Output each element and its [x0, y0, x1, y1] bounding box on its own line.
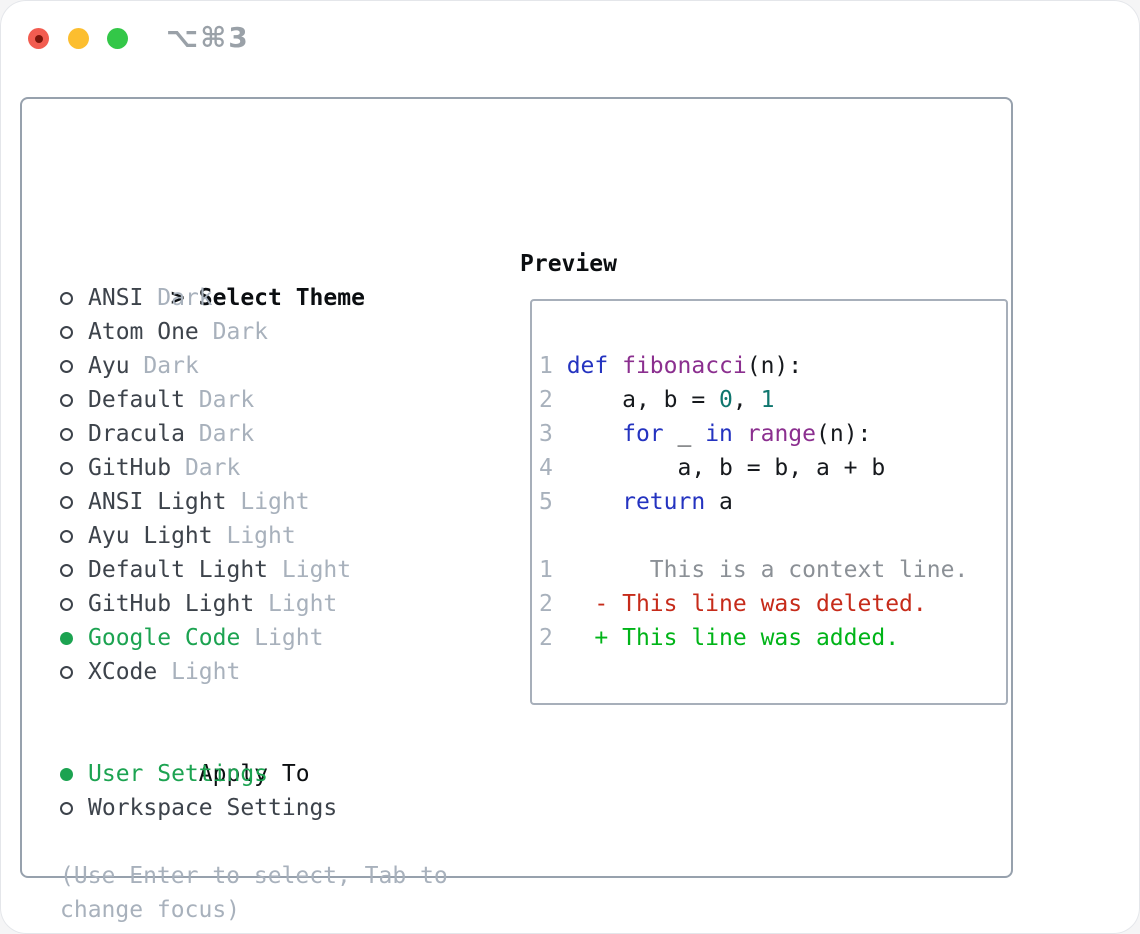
theme-option[interactable]: GitHub Light Light: [60, 587, 448, 621]
line-number: 2: [539, 625, 553, 651]
theme-option-label: Dracula: [88, 421, 185, 447]
theme-option[interactable]: Google Code Light: [60, 621, 448, 655]
radio-unselected-icon: [60, 316, 88, 350]
diff-line-deleted: 2 - This line was deleted.: [539, 587, 1006, 621]
theme-option[interactable]: Ayu Dark: [60, 349, 448, 383]
blank-line: [539, 519, 1006, 553]
preview-pane: 1 def fibonacci(n): 2 a, b = 0, 1 3 for _ …: [530, 299, 1008, 705]
theme-option-label: GitHub Light: [88, 591, 255, 617]
theme-option[interactable]: Ayu Light Light: [60, 519, 448, 553]
code-line: 5 return a: [539, 489, 733, 515]
spacer: [60, 689, 448, 723]
theme-option-label: Ayu Light: [88, 523, 213, 549]
theme-option[interactable]: ANSI Dark: [60, 281, 448, 315]
radio-unselected-icon: [60, 350, 88, 384]
zoom-button[interactable]: [107, 28, 128, 49]
titlebar: ⌥⌘3: [0, 0, 1140, 76]
preview-heading: Preview: [520, 251, 617, 277]
theme-option-variant: Dark: [143, 353, 199, 379]
theme-option[interactable]: Atom One Dark: [60, 315, 448, 349]
theme-option-variant: Light: [281, 557, 352, 583]
cursor-prefix: >: [170, 285, 185, 311]
theme-option-label: Default: [88, 387, 185, 413]
radio-selected-icon: [60, 622, 88, 656]
theme-option[interactable]: ANSI Light Light: [60, 485, 448, 519]
theme-option[interactable]: XCode Light: [60, 655, 448, 689]
radio-unselected-icon: [60, 520, 88, 554]
theme-option-label: Google Code: [88, 625, 241, 651]
close-button[interactable]: [28, 28, 49, 49]
theme-option-variant: Light: [254, 625, 324, 651]
code-line: 1 def fibonacci(n):: [539, 353, 803, 379]
radio-unselected-icon: [60, 452, 88, 486]
radio-selected-icon: [60, 758, 88, 792]
theme-option-variant: Light: [171, 659, 241, 685]
radio-unselected-icon: [60, 384, 88, 418]
theme-option[interactable]: GitHub Dark: [60, 451, 448, 485]
code-line: 3 for _ in range(n):: [539, 421, 872, 447]
apply-option-label: User Settings: [88, 761, 269, 787]
code-line: 4 a, b = b, a + b: [539, 455, 886, 481]
theme-option-variant: Dark: [198, 387, 255, 413]
radio-unselected-icon: [60, 282, 88, 316]
theme-option-variant: Dark: [198, 421, 255, 447]
diff-line-context: 1 This is a context line.: [539, 553, 1006, 587]
theme-option[interactable]: Dracula Dark: [60, 417, 448, 451]
line-number: 1: [539, 353, 567, 379]
spacer: [60, 825, 448, 859]
theme-option-variant: Light: [240, 489, 310, 515]
theme-option-label: ANSI: [88, 285, 144, 311]
minimize-button[interactable]: [68, 28, 89, 49]
radio-unselected-icon: [60, 418, 88, 452]
diff-text: - This line was deleted.: [552, 591, 927, 617]
radio-unselected-icon: [60, 792, 88, 826]
hint-line-2: change focus): [60, 897, 241, 923]
theme-option-label: Ayu: [88, 353, 130, 379]
radio-unselected-icon: [60, 486, 88, 520]
theme-option-label: GitHub: [88, 455, 172, 481]
theme-option-label: XCode: [88, 659, 158, 685]
hint-line-1: (Use Enter to select, Tab to: [60, 863, 448, 889]
window-title: ⌥⌘3: [166, 21, 250, 54]
radio-unselected-icon: [60, 554, 88, 588]
theme-option-variant: Dark: [212, 319, 269, 345]
theme-option-variant: Light: [226, 523, 296, 549]
radio-unselected-icon: [60, 588, 88, 622]
theme-option-label: Atom One: [88, 319, 199, 345]
diff-text: + This line was added.: [552, 625, 900, 651]
line-number: 2: [539, 387, 567, 413]
preview-code: 1 def fibonacci(n): 2 a, b = 0, 1 3 for _ …: [539, 349, 1006, 655]
theme-option-label: ANSI Light: [88, 489, 227, 515]
apply-option[interactable]: User Settings: [60, 757, 448, 791]
line-number: 1: [539, 557, 553, 583]
line-number: 5: [539, 489, 567, 515]
line-number: 3: [539, 421, 567, 447]
theme-option-variant: Dark: [157, 285, 213, 311]
theme-option[interactable]: Default Dark: [60, 383, 448, 417]
line-number: 2: [539, 591, 553, 617]
select-theme-heading-label: Select Theme: [198, 285, 365, 311]
theme-option-label: Default Light: [88, 557, 269, 583]
select-theme-heading: > Select Theme: [60, 247, 448, 311]
apply-option-label: Workspace Settings: [88, 795, 338, 821]
diff-line-added: 2 + This line was added.: [539, 621, 1006, 655]
code-line: 2 a, b = 0, 1: [539, 387, 775, 413]
apply-to-heading-label: Apply To: [198, 761, 310, 787]
line-number: 4: [539, 455, 567, 481]
theme-option-variant: Dark: [184, 455, 241, 481]
apply-option[interactable]: Workspace Settings: [60, 791, 448, 825]
radio-unselected-icon: [60, 656, 88, 690]
diff-text: This is a context line.: [552, 557, 969, 583]
apply-to-heading: Apply To: [60, 723, 448, 787]
theme-option[interactable]: Default Light Light: [60, 553, 448, 587]
theme-option-variant: Light: [268, 591, 338, 617]
